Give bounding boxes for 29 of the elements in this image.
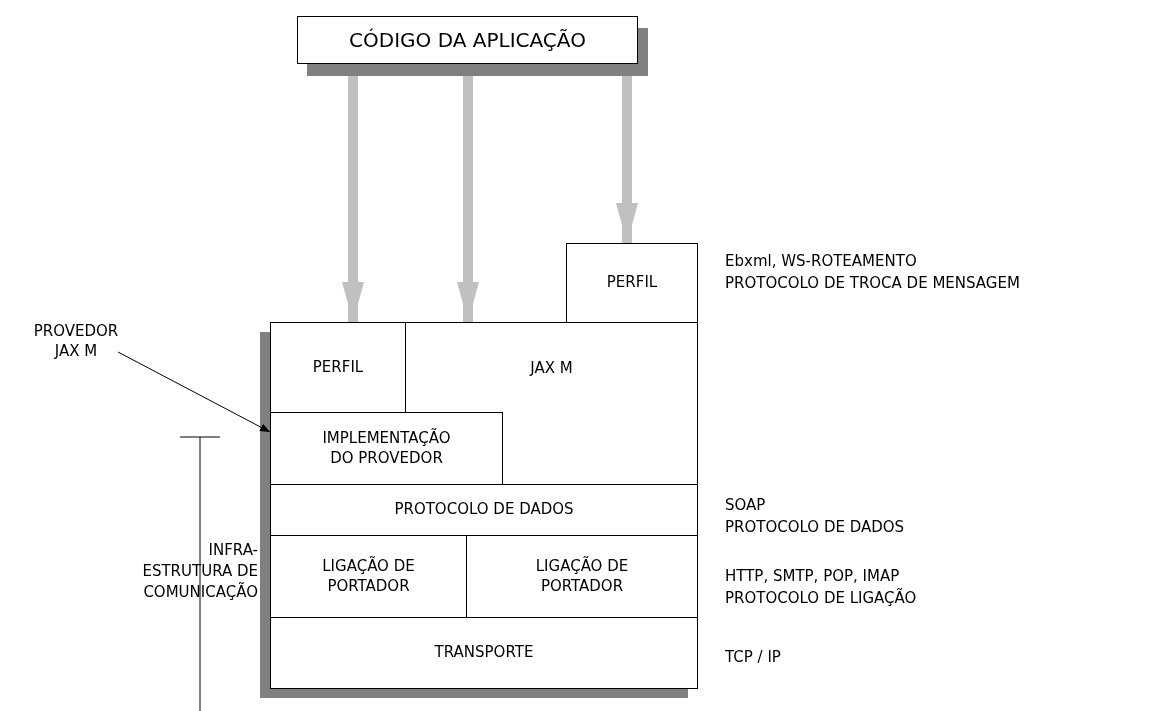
side-note: PROTOCOLO DE TROCA DE MENSAGEM [725, 273, 1020, 294]
layer-box [270, 412, 503, 485]
side-note: PROTOCOLO DE LIGAÇÃO [725, 587, 917, 609]
layer-label: LIGAÇÃO DE PORTADOR [321, 557, 416, 596]
layer-label: IMPLEMENTAÇÃO DO PROVEDOR [321, 429, 452, 468]
bracket-label: INFRA- ESTRUTURA DE COMUNICAÇÃO [141, 540, 258, 603]
layer-box [270, 484, 698, 536]
side-note: PROTOCOLO DE DADOS [725, 517, 905, 538]
side-note: HTTP, SMTP, POP, IMAP [725, 566, 901, 587]
callout-text: PROVEDOR JAX M [32, 322, 120, 361]
layer-box [270, 322, 406, 413]
block-arrow [457, 76, 479, 322]
side-note: TCP / IP [725, 647, 781, 668]
layer-box [466, 535, 698, 618]
layer-label: PERFIL [312, 357, 364, 378]
side-note: SOAP [725, 495, 767, 516]
layer-label: PROTOCOLO DE DADOS [394, 500, 574, 520]
layer-label: LIGAÇÃO DE PORTADOR [534, 557, 630, 596]
leader-line [117, 351, 271, 433]
layer-label: CÓDIGO DA APLICAÇÃO [349, 27, 586, 53]
block-arrow [342, 76, 364, 322]
layer-label: TRANSPORTE [434, 643, 534, 663]
layer-box [566, 243, 698, 323]
block-arrow [616, 76, 638, 243]
layer-label: JAX M [530, 358, 573, 379]
side-note: Ebxml, WS-ROTEAMENTO [725, 251, 918, 272]
layer-box [270, 617, 698, 689]
layer-box [270, 535, 467, 618]
layer-label: PERFIL [606, 273, 658, 293]
